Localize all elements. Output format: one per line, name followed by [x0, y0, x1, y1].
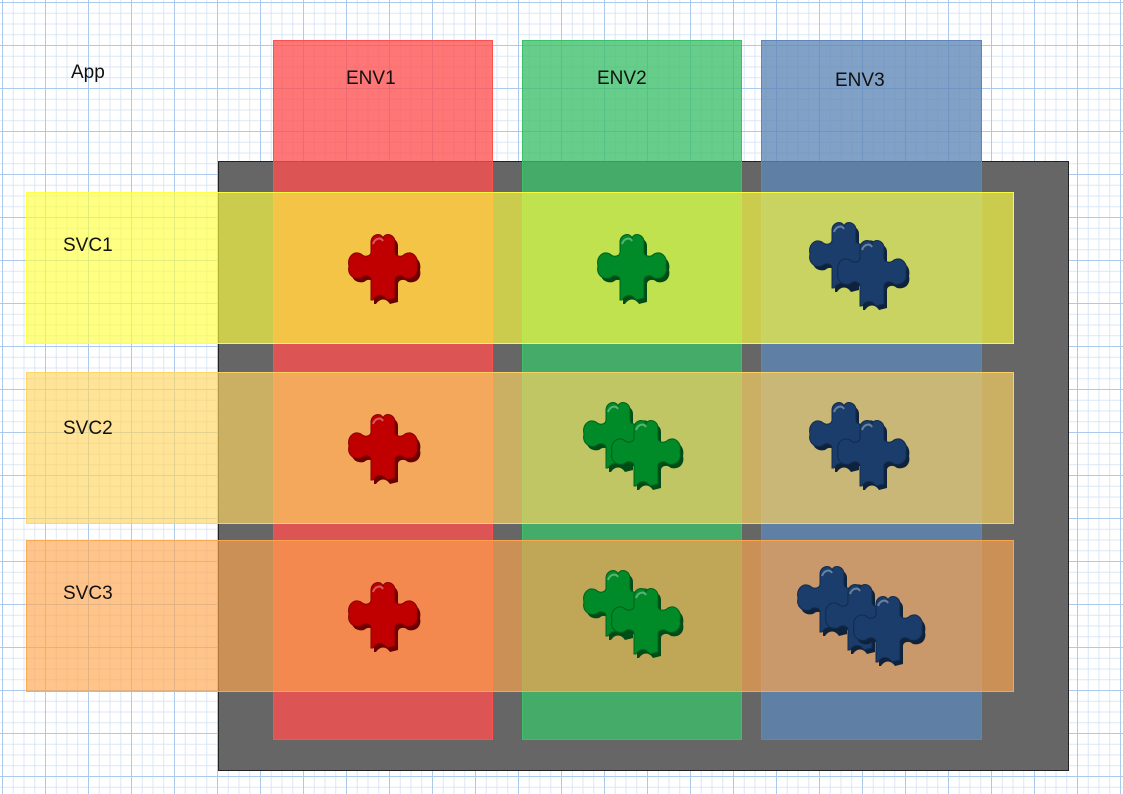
svc-label-svc1: SVC1 [63, 235, 113, 256]
puzzle-piece-icon [592, 228, 672, 308]
puzzle-piece-icon [343, 228, 423, 308]
puzzle-piece-icon [606, 582, 686, 662]
puzzle-piece-icon [832, 414, 912, 494]
app-label: App [71, 62, 105, 83]
puzzle-piece-icon [848, 590, 928, 670]
env-label-env1: ENV1 [346, 68, 396, 89]
env-label-env3: ENV3 [835, 70, 885, 91]
puzzle-piece-icon [606, 414, 686, 494]
puzzle-piece-icon [832, 234, 912, 314]
puzzle-piece-icon [343, 408, 423, 488]
svc-label-svc3: SVC3 [63, 583, 113, 604]
puzzle-piece-icon [343, 576, 423, 656]
svc-label-svc2: SVC2 [63, 418, 113, 439]
env-label-env2: ENV2 [597, 68, 647, 89]
